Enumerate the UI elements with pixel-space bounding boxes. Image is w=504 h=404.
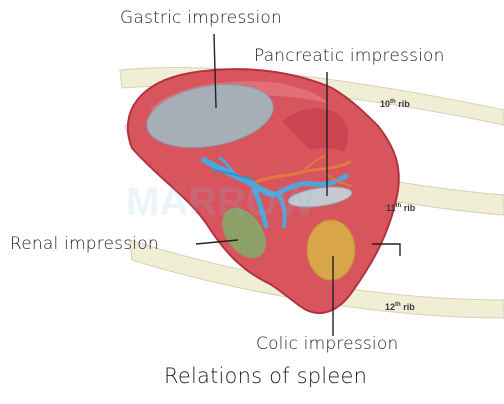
rib-label-10: 10th rib: [380, 99, 410, 109]
diagram-caption: Relations of spleen: [164, 364, 367, 388]
rib-suffix: th: [396, 203, 402, 209]
rib-suffix: th: [395, 302, 401, 308]
renal-impression-label: Renal impression: [10, 234, 159, 254]
colic-impression-label: Colic impression: [256, 334, 398, 354]
pancreatic-impression-label: Pancreatic impression: [254, 46, 445, 66]
rib-num: 10: [380, 99, 390, 109]
rib-word: rib: [403, 302, 415, 312]
gastric-impression-label: Gastric impression: [120, 8, 282, 28]
rib-word: rib: [398, 99, 410, 109]
rib-suffix: th: [390, 99, 396, 105]
rib-word: rib: [404, 203, 416, 213]
rib-num: 12: [385, 302, 395, 312]
rib-label-11: 11th rib: [386, 203, 415, 213]
rib-label-12: 12th rib: [385, 302, 415, 312]
colic-impression-area: [307, 220, 355, 280]
rib-num: 11: [386, 203, 396, 213]
